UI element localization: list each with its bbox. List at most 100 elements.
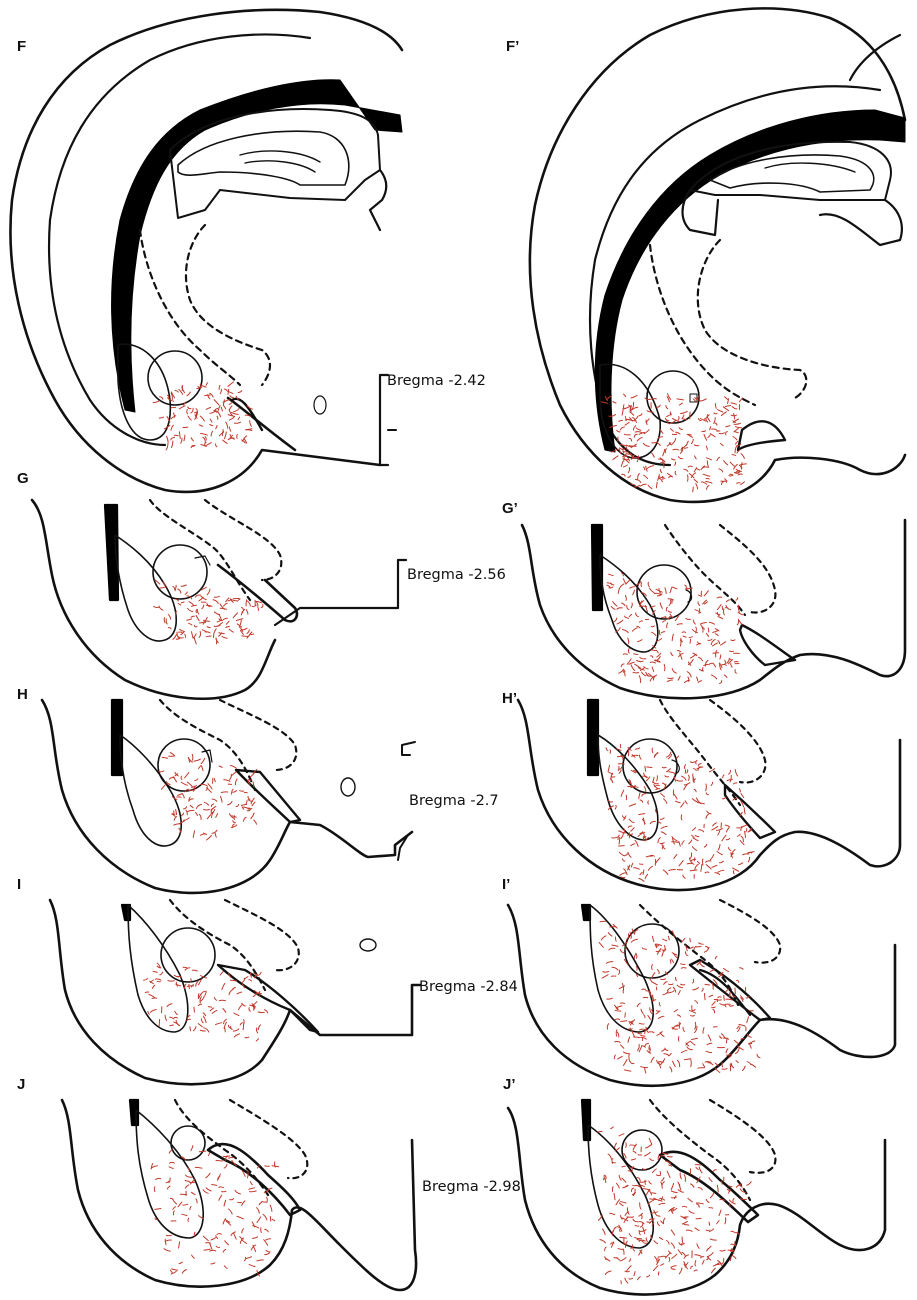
labeled-cell-mark bbox=[692, 987, 699, 991]
labeled-cell-mark bbox=[178, 405, 186, 410]
labeled-cell-mark bbox=[660, 978, 667, 981]
labeled-cell-mark bbox=[726, 1188, 731, 1193]
labeled-cell-mark bbox=[630, 395, 638, 399]
labeled-cell-mark bbox=[241, 978, 246, 984]
labeled-cell-mark bbox=[247, 779, 251, 785]
labeled-cell-mark bbox=[697, 802, 705, 805]
labeled-cell-mark bbox=[639, 799, 644, 803]
labeled-cell-mark bbox=[705, 1050, 713, 1054]
labeled-cell-mark bbox=[656, 1010, 661, 1012]
labeled-cell-mark bbox=[647, 484, 653, 490]
labeled-cell-mark bbox=[195, 411, 198, 417]
labeled-cell-mark bbox=[714, 1067, 721, 1073]
labeled-cell-mark bbox=[716, 596, 723, 599]
labeled-cell-mark bbox=[635, 612, 639, 618]
labeled-cell-mark bbox=[666, 396, 670, 403]
labeled-cell-mark bbox=[631, 1166, 634, 1172]
labeled-cell-mark bbox=[602, 970, 610, 973]
labeled-cell-mark bbox=[676, 1022, 681, 1027]
labeled-cell-mark bbox=[170, 406, 177, 409]
labeled-cell-mark bbox=[638, 1230, 641, 1236]
labeled-cell-mark bbox=[648, 1137, 653, 1145]
labeled-cell-mark bbox=[658, 1202, 666, 1206]
labeled-cell-mark bbox=[727, 847, 732, 852]
labeled-cell-mark bbox=[223, 779, 231, 782]
labeled-cell-mark bbox=[200, 433, 208, 436]
labeled-cell-mark bbox=[168, 1161, 175, 1164]
labeled-cell-mark bbox=[641, 793, 646, 797]
labeled-cell-mark bbox=[671, 836, 678, 842]
labeled-cell-mark bbox=[638, 600, 645, 604]
labeled-cell-mark bbox=[603, 1174, 605, 1181]
labeled-cell-mark bbox=[699, 622, 707, 625]
labeled-cell-mark bbox=[692, 619, 696, 625]
labeled-cell-mark bbox=[215, 443, 218, 448]
labeled-cell-mark bbox=[696, 960, 703, 966]
labeled-cell-mark bbox=[671, 668, 677, 674]
labeled-cell-mark bbox=[618, 969, 621, 975]
labeled-cell-mark bbox=[731, 849, 736, 855]
labeled-cell-mark bbox=[641, 1240, 646, 1243]
labeled-cell-mark bbox=[212, 599, 219, 604]
labeled-cell-mark bbox=[739, 967, 744, 970]
labeled-cell-mark bbox=[244, 414, 252, 417]
labeled-cell-mark bbox=[745, 828, 748, 833]
labeled-cell-mark bbox=[257, 1011, 265, 1014]
labeled-cell-mark bbox=[606, 997, 613, 1000]
labeled-cell-mark bbox=[734, 669, 737, 674]
labeled-cell-mark bbox=[656, 775, 658, 782]
labeled-cell-mark bbox=[634, 839, 639, 847]
labeled-cell-mark bbox=[183, 806, 187, 810]
labeled-cell-mark bbox=[165, 781, 171, 786]
labeled-cell-mark bbox=[676, 650, 682, 653]
labeled-cell-mark bbox=[639, 600, 643, 607]
labeled-cell-mark bbox=[693, 768, 697, 771]
labeled-cell-mark bbox=[265, 1238, 272, 1241]
labeled-cell-mark bbox=[248, 1187, 255, 1190]
labeled-cell-mark bbox=[655, 857, 661, 864]
labeled-cell-mark bbox=[241, 806, 245, 810]
labeled-cell-mark bbox=[683, 1058, 692, 1061]
labeled-cell-mark bbox=[634, 747, 641, 750]
labeled-cell-mark bbox=[205, 787, 208, 791]
labeled-cell-mark bbox=[218, 613, 223, 621]
labeled-cell-mark bbox=[617, 1247, 624, 1250]
labeled-cell-mark bbox=[601, 1228, 606, 1236]
labeled-cell-mark bbox=[163, 617, 166, 624]
labeled-cell-mark bbox=[683, 782, 691, 786]
labeled-cell-mark bbox=[190, 984, 194, 988]
labeled-cell-mark bbox=[164, 1014, 168, 1021]
labeled-cell-mark bbox=[663, 783, 667, 790]
labeled-cell-mark bbox=[244, 1256, 247, 1262]
labeled-cell-mark bbox=[680, 967, 687, 969]
labeled-cell-mark bbox=[696, 643, 701, 646]
labeled-cell-mark bbox=[651, 964, 653, 970]
labeled-cell-mark bbox=[180, 781, 188, 786]
labeled-cell-mark bbox=[657, 969, 660, 975]
labeled-cell-mark bbox=[738, 788, 741, 793]
labeled-cell-mark bbox=[660, 1181, 663, 1189]
labeled-cell-mark bbox=[732, 867, 739, 872]
labeled-cell-mark bbox=[159, 971, 164, 976]
labeled-cell-mark bbox=[638, 877, 645, 882]
labeled-cell-mark bbox=[180, 775, 183, 780]
labeled-cell-mark bbox=[723, 608, 725, 616]
labeled-cell-mark bbox=[154, 579, 161, 585]
labeled-cell-mark bbox=[248, 1007, 251, 1012]
labeled-cell-mark bbox=[711, 1267, 716, 1274]
labeled-cell-mark bbox=[688, 839, 693, 845]
labeled-cell-mark bbox=[703, 663, 709, 667]
labeled-cell-mark bbox=[641, 1214, 643, 1220]
labeled-cell-mark bbox=[722, 967, 729, 973]
labeled-cell-mark bbox=[184, 633, 186, 638]
labeled-cell-mark bbox=[656, 404, 661, 408]
labeled-cell-mark bbox=[221, 635, 228, 639]
labeled-cell-mark bbox=[666, 472, 674, 478]
labeled-cell-mark bbox=[728, 1005, 734, 1007]
labeled-cell-mark bbox=[240, 611, 244, 616]
labeled-cell-mark bbox=[680, 1215, 687, 1220]
labeled-cell-mark bbox=[618, 419, 623, 422]
labeled-cell-mark bbox=[186, 781, 193, 787]
labeled-cell-mark bbox=[676, 984, 684, 989]
